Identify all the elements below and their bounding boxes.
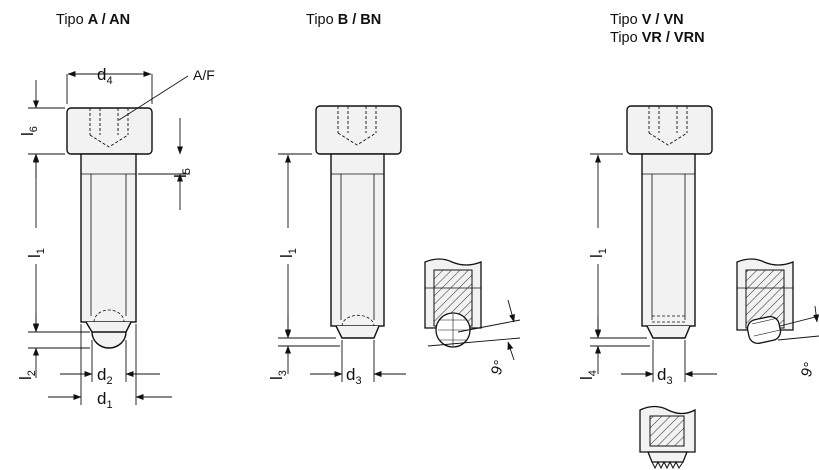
screw-shank-b: [330, 153, 385, 327]
title-type-vr: Tipo VR / VRN: [610, 30, 705, 46]
screw-shank-v: [641, 153, 696, 327]
dim-l3: l3: [267, 370, 289, 380]
hex-socket-a: [89, 108, 129, 148]
dim-l1-b: l1: [277, 248, 299, 258]
screw-type-b: [315, 105, 402, 339]
screw-type-a: [66, 107, 153, 349]
dim-l1-a: l1: [25, 248, 47, 258]
dimensions-a: [28, 71, 190, 405]
angle-b: [427, 299, 521, 361]
hex-socket-v: [648, 106, 688, 146]
title-type-a: Tipo A / AN: [56, 12, 131, 28]
detail-section-b: [424, 258, 482, 348]
dim-l6: l6: [18, 126, 40, 136]
dim-l2: l2: [16, 370, 38, 380]
dim-d1: d1: [97, 389, 113, 411]
detail-section-v: [736, 258, 794, 345]
dim-d3-v: d3: [657, 365, 673, 387]
angle-label-v: 9°: [798, 360, 819, 379]
dim-d4: d4: [97, 65, 113, 87]
dim-af: A/F: [193, 67, 215, 83]
hex-socket-b: [337, 106, 377, 146]
angle-label-b: 9°: [488, 358, 509, 377]
dim-l1-v: l1: [587, 248, 609, 258]
tip-v: [646, 325, 691, 339]
screw-head-b: [315, 105, 402, 155]
title-type-b: Tipo B / BN: [306, 12, 382, 28]
screw-head-v: [626, 105, 713, 155]
ball-tip-a: [91, 331, 127, 349]
tip-b: [335, 325, 380, 339]
dim-d2: d2: [97, 365, 113, 387]
angle-v: [777, 305, 819, 341]
dim-l5: l5: [171, 168, 193, 178]
dim-l4: l4: [577, 370, 599, 380]
screw-shank-a: [80, 153, 137, 323]
dim-d3-b: d3: [346, 365, 362, 387]
screw-type-v: [626, 105, 713, 339]
detail-knurled-vr: [639, 405, 696, 470]
title-type-v: Tipo V / VN: [610, 12, 684, 28]
